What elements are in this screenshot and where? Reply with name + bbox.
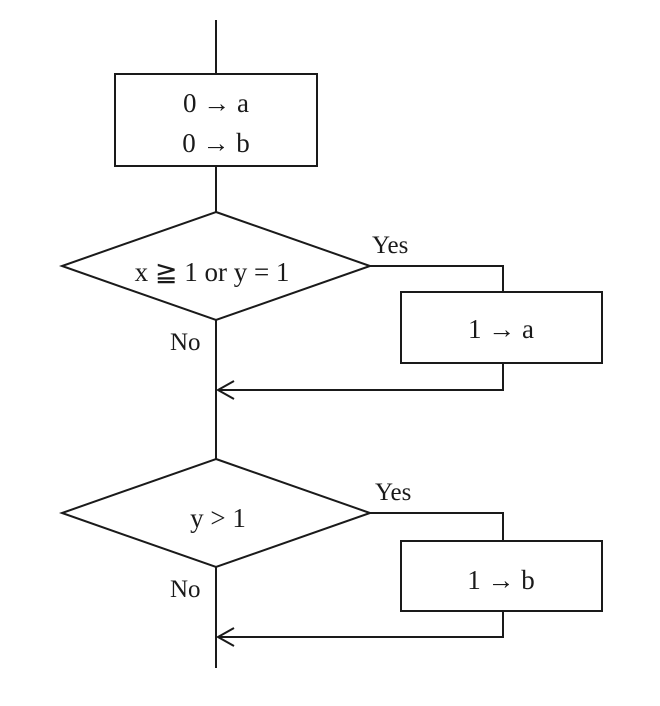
merge1-arrowhead — [215, 380, 235, 400]
decision2-yes-line — [370, 512, 504, 541]
decision1-yes-label: Yes — [372, 232, 408, 259]
merge2-arrowhead — [215, 627, 235, 647]
process2-text: 1 → b — [467, 565, 535, 595]
decision2-no-label: No — [170, 576, 201, 603]
init-box-line2: 0 → b — [182, 128, 250, 158]
decision2-yes-label: Yes — [375, 479, 411, 506]
decision2-condition: y > 1 — [190, 503, 246, 533]
process1-box — [400, 291, 603, 364]
init-box-line1: 0 → a — [183, 88, 249, 118]
decision1-condition: x ≧ 1 or y = 1 — [135, 257, 290, 287]
process2-box — [400, 540, 603, 612]
decision1-no-label: No — [170, 329, 201, 356]
process1-text: 1 → a — [468, 314, 534, 344]
process2-return-line — [218, 611, 504, 638]
decision1-yes-line — [370, 265, 504, 292]
process1-return-line — [218, 363, 504, 391]
